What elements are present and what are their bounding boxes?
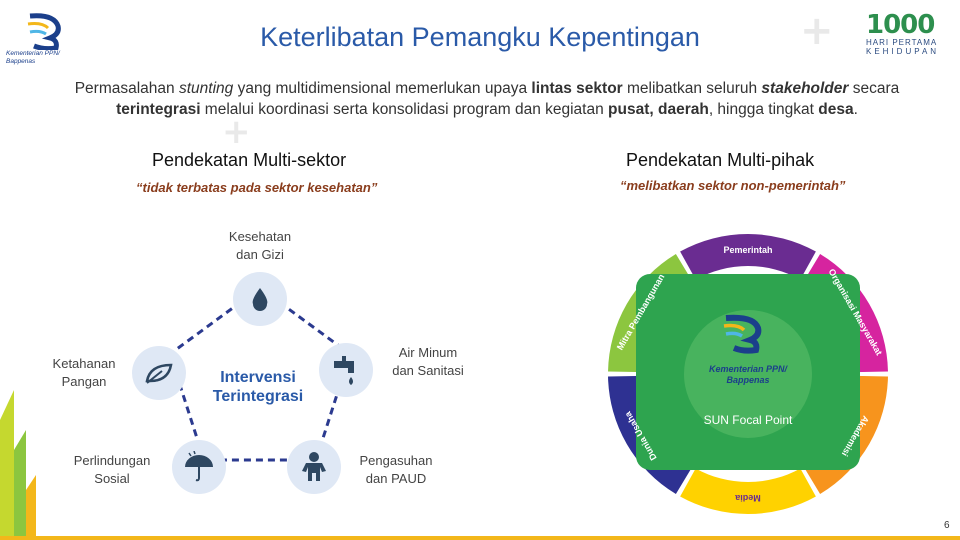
node-label-line: Perlindungan bbox=[73, 453, 151, 468]
leaf-icon bbox=[145, 363, 173, 384]
center-bappenas-icon bbox=[723, 314, 762, 354]
stakeholder-wheel: Kementerian PPN/ Bappenas SUN Focal Poin… bbox=[608, 234, 888, 514]
intro-text: terintegrasi bbox=[116, 101, 201, 118]
multi-sektor-quote: “tidak terbatas pada sektor kesehatan” bbox=[136, 180, 378, 195]
child-icon bbox=[302, 452, 326, 481]
bottom-accent-bar bbox=[0, 536, 960, 540]
intro-text: Permasalahan bbox=[74, 80, 179, 97]
node-ketahanan bbox=[132, 346, 186, 400]
wheel-segment bbox=[680, 468, 816, 514]
node-label-pengasuhan: Pengasuhan dan PAUD bbox=[352, 452, 440, 488]
decorative-stripes bbox=[0, 390, 36, 540]
page-number: 6 bbox=[944, 520, 950, 531]
multi-sektor-heading: Pendekatan Multi-sektor bbox=[152, 150, 347, 170]
node-label-line: dan Gizi bbox=[236, 247, 284, 262]
node-label-air: Air Minum dan Sanitasi bbox=[382, 344, 474, 380]
intro-text: . bbox=[853, 101, 858, 118]
focal-point-label: SUN Focal Point bbox=[704, 413, 793, 427]
wheel-center-text-1: Kementerian PPN/ bbox=[709, 364, 789, 374]
node-label-line: Kesehatan bbox=[228, 229, 292, 244]
logo-line-1: HARI PERTAMA bbox=[866, 38, 938, 47]
intro-text: melibatkan seluruh bbox=[622, 80, 762, 97]
logo-line-2: KEHIDUPAN bbox=[866, 47, 940, 56]
node-kesehatan bbox=[233, 272, 287, 326]
node-label-line: Pangan bbox=[61, 374, 107, 389]
node-perlindungan bbox=[172, 440, 226, 494]
wheel-segment-label: Pemerintah bbox=[723, 245, 772, 255]
multi-pihak-quote: “melibatkan sektor non-pemerintah” bbox=[620, 178, 846, 193]
logo-number: 1000 bbox=[866, 10, 935, 40]
logo-left-caption: Kementerian PPN/ Bappenas bbox=[6, 50, 60, 65]
node-label-line: Sosial bbox=[94, 471, 130, 486]
wheel-segment-label: Media bbox=[734, 493, 761, 503]
intro-text: stunting bbox=[178, 80, 234, 97]
1000-hpk-logo: 1000 HARI PERTAMA KEHIDUPAN bbox=[866, 10, 956, 70]
umbrella-icon bbox=[185, 451, 213, 482]
center-label-line: Intervensi bbox=[220, 369, 296, 386]
drop-icon bbox=[252, 288, 268, 311]
wheel-segment bbox=[680, 234, 816, 280]
center-label-line: Terintegrasi bbox=[212, 388, 304, 405]
intervensi-terintegrasi-label: Intervensi Terintegrasi bbox=[200, 368, 316, 406]
node-pengasuhan bbox=[287, 440, 341, 494]
node-label-line: dan PAUD bbox=[365, 471, 427, 486]
intro-paragraph: Permasalahan stunting yang multidimensio… bbox=[42, 78, 932, 120]
wheel-center-text-2: Bappenas bbox=[726, 375, 769, 385]
page-title: Keterlibatan Pemangku Kepentingan bbox=[260, 22, 700, 52]
node-label-line: dan Sanitasi bbox=[392, 363, 464, 378]
node-label-ketahanan: Ketahanan Pangan bbox=[36, 355, 132, 391]
intro-text: stakeholder bbox=[761, 80, 849, 97]
intro-text: yang multidimensional memerlukan upaya bbox=[233, 80, 532, 97]
faucet-icon bbox=[334, 356, 354, 385]
multi-pihak-heading: Pendekatan Multi-pihak bbox=[626, 150, 815, 170]
intro-text: secara bbox=[848, 80, 900, 97]
node-label-line: Ketahanan bbox=[52, 356, 116, 371]
node-label-kesehatan: Kesehatan dan Gizi bbox=[208, 228, 312, 264]
wheel-inner-glow bbox=[684, 310, 812, 438]
bappenas-logo: Kementerian PPN/ Bappenas bbox=[6, 12, 86, 68]
node-label-perlindungan: Perlindungan Sosial bbox=[62, 452, 162, 488]
intro-text: melalui koordinasi serta konsolidasi pro… bbox=[200, 101, 609, 118]
intro-text: pusat, daerah bbox=[608, 101, 709, 118]
node-label-line: Pengasuhan bbox=[359, 453, 433, 468]
intro-text: , hingga tingkat bbox=[708, 101, 819, 118]
intro-text: desa bbox=[818, 101, 854, 118]
decorative-plus: + bbox=[800, 8, 834, 54]
integration-ring bbox=[168, 286, 352, 462]
node-label-line: Air Minum bbox=[398, 345, 458, 360]
intro-text: lintas sektor bbox=[531, 80, 623, 97]
node-air bbox=[319, 343, 373, 397]
